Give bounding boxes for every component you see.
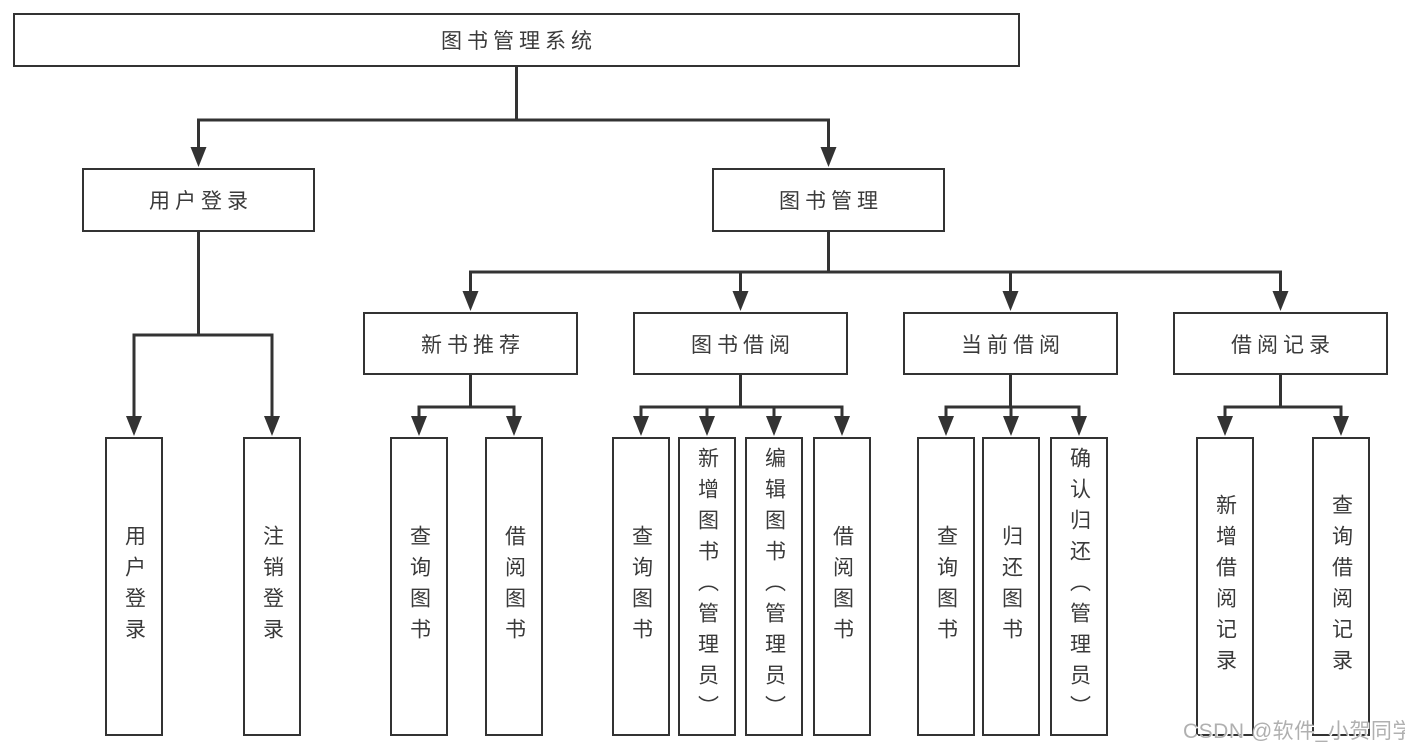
node-new-book-recommendation-label: 新书推荐 xyxy=(421,333,525,357)
leaf-user-login: 用户登录 xyxy=(105,437,163,736)
leaf-bb-edit-books-admin: 编辑图书（管理员） xyxy=(745,437,803,736)
node-book-borrowing: 图书借阅 xyxy=(633,312,848,375)
leaf-bb-add-books-admin: 新增图书（管理员） xyxy=(678,437,736,736)
node-book-management-label: 图书管理 xyxy=(779,190,883,213)
leaf-logout: 注销登录 xyxy=(243,437,301,736)
leaf-bb-edit-books-admin-label: 编辑图书（管理员） xyxy=(762,447,786,726)
leaf-bb-borrow-books: 借阅图书 xyxy=(813,437,871,736)
leaf-logout-label: 注销登录 xyxy=(260,524,284,649)
leaf-cb-confirm-return-admin: 确认归还（管理员） xyxy=(1050,437,1108,736)
arrowhead-layer xyxy=(126,147,1349,436)
leaf-bb-query-books-label: 查询图书 xyxy=(629,524,653,649)
node-borrowing-records: 借阅记录 xyxy=(1173,312,1388,375)
leaf-cb-return-books: 归还图书 xyxy=(982,437,1040,736)
node-user-login-label: 用户登录 xyxy=(149,190,253,213)
node-book-management: 图书管理 xyxy=(712,168,945,232)
leaf-user-login-label: 用户登录 xyxy=(122,524,146,649)
node-user-login: 用户登录 xyxy=(82,168,315,232)
leaf-cb-confirm-return-admin-label: 确认归还（管理员） xyxy=(1067,447,1091,726)
node-current-borrowing-label: 当前借阅 xyxy=(961,333,1065,357)
node-current-borrowing: 当前借阅 xyxy=(903,312,1118,375)
leaf-br-add-record-label: 新增借阅记录 xyxy=(1213,493,1237,680)
leaf-nbr-borrow-books-label: 借阅图书 xyxy=(502,524,526,649)
leaf-bb-query-books: 查询图书 xyxy=(612,437,670,736)
node-new-book-recommendation: 新书推荐 xyxy=(363,312,578,375)
node-root: 图书管理系统 xyxy=(13,13,1020,67)
leaf-nbr-query-books: 查询图书 xyxy=(390,437,448,736)
leaf-nbr-borrow-books: 借阅图书 xyxy=(485,437,543,736)
leaf-cb-return-books-label: 归还图书 xyxy=(999,524,1023,649)
leaf-cb-query-books: 查询图书 xyxy=(917,437,975,736)
node-borrowing-records-label: 借阅记录 xyxy=(1231,333,1335,357)
leaf-bb-add-books-admin-label: 新增图书（管理员） xyxy=(695,447,719,726)
node-root-label: 图书管理系统 xyxy=(441,30,597,53)
leaf-nbr-query-books-label: 查询图书 xyxy=(407,524,431,649)
leaf-cb-query-books-label: 查询图书 xyxy=(934,524,958,649)
leaf-br-add-record: 新增借阅记录 xyxy=(1196,437,1254,736)
csdn-watermark: CSDN @软件_小贺同学 xyxy=(1183,720,1405,743)
leaf-bb-borrow-books-label: 借阅图书 xyxy=(830,524,854,649)
leaf-br-query-record: 查询借阅记录 xyxy=(1312,437,1370,736)
node-book-borrowing-label: 图书借阅 xyxy=(691,333,795,357)
leaf-br-query-record-label: 查询借阅记录 xyxy=(1329,493,1353,680)
